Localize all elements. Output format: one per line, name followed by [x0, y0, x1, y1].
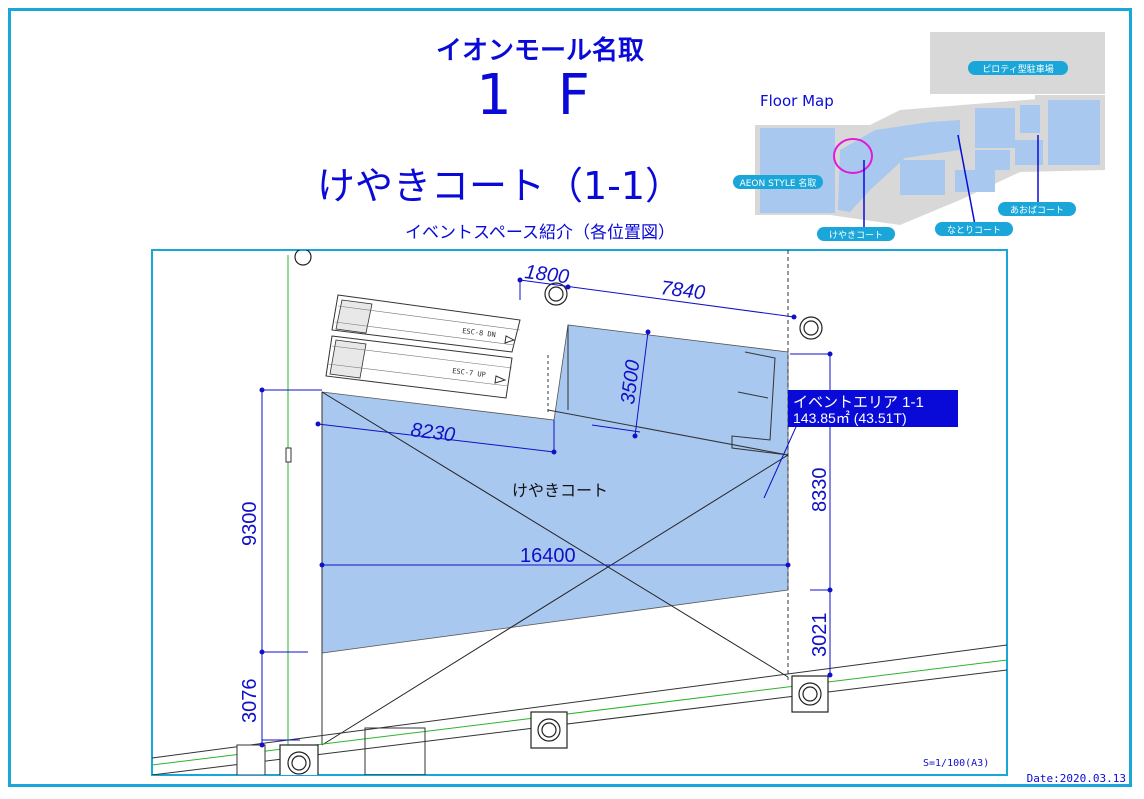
- location-marker-circle: [833, 138, 873, 174]
- dimension-lines: [259, 277, 833, 748]
- floor-map-label: Floor Map: [760, 92, 834, 110]
- keyaki-court-tag-label: けやきコート: [829, 230, 883, 241]
- map-store: [1020, 105, 1040, 133]
- natori-court-tag: [935, 222, 1013, 236]
- map-store: [975, 108, 1015, 148]
- dim-3021: 3021: [809, 613, 831, 658]
- dim-9300: 9300: [239, 502, 261, 547]
- column-square: [791, 675, 829, 713]
- map-store: [975, 150, 1010, 170]
- dim-3076: 3076: [239, 679, 261, 724]
- wall-outline: [737, 391, 769, 399]
- map-store: [900, 160, 945, 195]
- dim-8230: 8230: [409, 419, 456, 446]
- parking-tag-label: ピロティ型駐車場: [982, 63, 1053, 75]
- leader-line: [957, 134, 976, 226]
- date-label: Date:2020.03.13: [1026, 772, 1126, 785]
- column-square: [530, 711, 568, 749]
- aeon-style-block: [760, 128, 835, 213]
- dim-16400: 16400: [520, 545, 576, 567]
- aoba-court-tag-label: あおばコート: [1010, 205, 1064, 216]
- floor-map: Floor Map ピロティ型駐車場 AEON STYLE 名取 けやきコート …: [733, 32, 1105, 241]
- aeon-style-tag-label: AEON STYLE 名取: [740, 177, 817, 189]
- subtitle: イベントスペース紹介（各位置図）: [405, 223, 675, 243]
- entrance-block: [236, 744, 266, 775]
- floor-plan: ESC-8 DN ESC-7 UP: [151, 249, 1008, 776]
- dim-7840: 7840: [659, 277, 706, 304]
- wall-line: [547, 409, 789, 456]
- escalator-esc7: ESC-7 UP: [325, 335, 513, 399]
- diagonal-line: [321, 391, 789, 678]
- dim-1800: 1800: [523, 261, 570, 288]
- parking-tag: [968, 61, 1068, 75]
- wall-outline: [731, 351, 789, 456]
- map-store: [1048, 100, 1100, 165]
- event-callout-line2: 143.85㎡ (43.51T): [793, 410, 907, 426]
- map-store: [838, 120, 960, 212]
- column-square: [279, 744, 319, 775]
- map-store: [1015, 140, 1043, 165]
- floor-label: 1 F: [476, 63, 604, 128]
- natori-court-tag-label: なとりコート: [947, 225, 1001, 236]
- area-name: けやきコート（1-1）: [316, 164, 684, 208]
- column-circle: [544, 282, 568, 306]
- map-store: [955, 170, 995, 192]
- keyaki-court-tag: [817, 227, 895, 241]
- court-label: けやきコート: [512, 481, 608, 500]
- column-circle: [294, 250, 312, 266]
- aeon-style-tag: [733, 175, 823, 189]
- event-area-fill: [322, 325, 788, 653]
- page-border: [8, 8, 1132, 787]
- column-circle: [799, 316, 823, 340]
- dim-3500: 3500: [617, 359, 644, 406]
- dim-8330: 8330: [809, 468, 831, 513]
- entrance-block: [364, 727, 426, 775]
- event-callout-line1: イベントエリア 1-1: [793, 394, 924, 411]
- aoba-court-tag: [998, 202, 1076, 216]
- escalator-esc8: ESC-8 DN: [331, 294, 521, 353]
- diagonal-line: [321, 454, 789, 746]
- mall-title: イオンモール名取: [435, 36, 644, 66]
- door-symbol: [285, 447, 292, 463]
- exterior-wall: [152, 644, 1007, 759]
- event-callout-box: [788, 390, 958, 427]
- scale-label: S=1/100(A3): [923, 758, 989, 769]
